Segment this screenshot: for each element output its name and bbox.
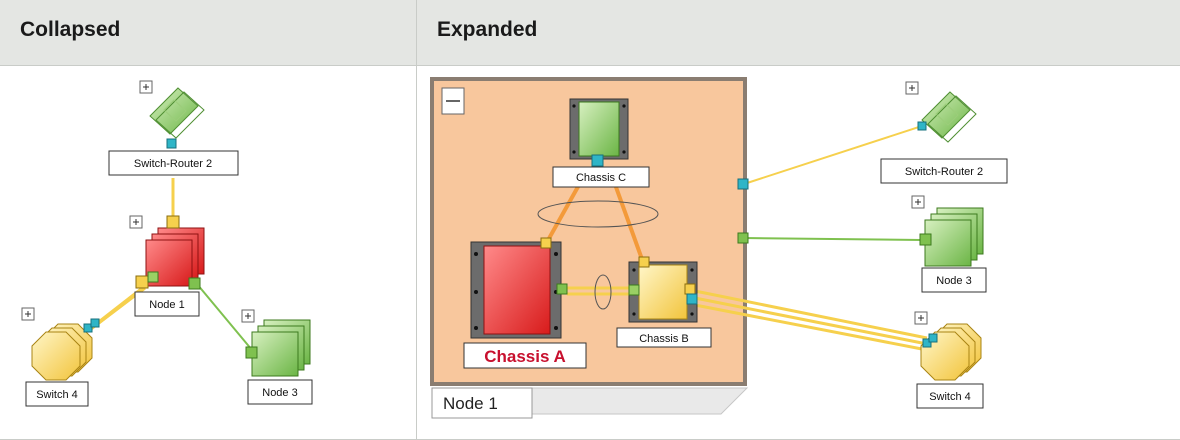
node-stack-icon [145,227,205,287]
port-marker [684,283,696,295]
label-box [880,158,1008,184]
external-links [694,125,928,352]
label-box [616,327,712,348]
collapse-icon[interactable] [441,87,465,115]
label-box [921,267,987,293]
expand-icon[interactable] [139,80,153,94]
collapsed-header: Collapsed [0,0,416,66]
switch-octagon-icon [920,323,982,381]
port-marker [922,338,932,348]
expand-icon[interactable] [241,309,255,323]
port-marker [737,178,749,190]
port-marker [686,293,698,305]
node-3-node[interactable]: Node 3 [911,195,987,293]
chassis-a-node[interactable]: Chassis A [463,237,587,369]
expand-icon[interactable] [914,311,928,325]
switch-router-2-node[interactable]: Switch-Router 2 [108,80,239,176]
node-1-node[interactable]: Node 1 [129,215,205,317]
port-marker [928,333,938,343]
node-1-group-label: Node 1 [443,394,498,413]
column-divider [416,0,417,440]
port-marker [591,154,604,167]
switch-router-2-label: Switch-Router 2 [905,166,983,178]
collapsed-diagram: Switch-Router 2 Node 1 [21,80,313,407]
label-box [916,383,984,409]
switch-router-icon [149,87,205,139]
label-box [247,379,313,405]
switch-4-node[interactable]: Switch 4 [914,311,984,409]
port-marker [166,138,177,149]
label-box [463,342,587,369]
port-marker [245,346,258,359]
label-box [134,291,200,317]
expanded-header-label: Expanded [437,18,538,41]
node-stack-icon [924,207,984,267]
chassis-c-node[interactable]: Chassis C [552,98,650,188]
collapsed-header-label: Collapsed [20,18,121,41]
expand-icon[interactable] [911,195,925,209]
node-3-label: Node 3 [936,275,971,287]
label-box [108,150,239,176]
node-3-label: Node 3 [262,387,297,399]
switch-4-label: Switch 4 [929,391,971,403]
port-marker [917,121,927,131]
switch-router-2-label: Switch-Router 2 [134,158,212,170]
port-marker [166,215,180,229]
port-marker [83,323,93,333]
port-marker [540,237,552,249]
switch-router-2-node[interactable]: Switch-Router 2 [880,81,1008,184]
switch-router-icon [921,91,977,143]
switch-octagon-icon [31,323,93,381]
internal-links [537,175,659,310]
port-marker [628,284,640,296]
label-box [25,381,89,407]
expand-icon[interactable] [905,81,919,95]
port-marker [556,283,568,295]
chassis-b-label: Chassis B [639,333,689,345]
chassis-a-label: Chassis A [484,347,566,366]
switch-4-node[interactable]: Switch 4 [21,307,100,407]
group-label-tab: Node 1 [431,387,749,419]
port-marker [737,232,749,244]
port-marker [90,318,100,328]
expanded-diagram: Node 1 Chassis C Chassis A [430,77,1008,419]
switch-4-label: Switch 4 [36,389,78,401]
expand-icon[interactable] [129,215,143,229]
expanded-header: Expanded [417,0,1180,66]
port-marker [147,271,159,283]
chassis-c-label: Chassis C [576,172,626,184]
label-box [552,166,650,188]
expand-icon[interactable] [21,307,35,321]
port-marker [135,275,149,289]
port-marker [188,277,201,290]
chassis-b-node[interactable]: Chassis B [616,256,712,348]
port-marker [638,256,650,268]
node-3-node[interactable]: Node 3 [241,309,313,405]
port-marker [919,233,932,246]
node-stack-icon [251,319,311,377]
node-1-label: Node 1 [149,299,184,311]
